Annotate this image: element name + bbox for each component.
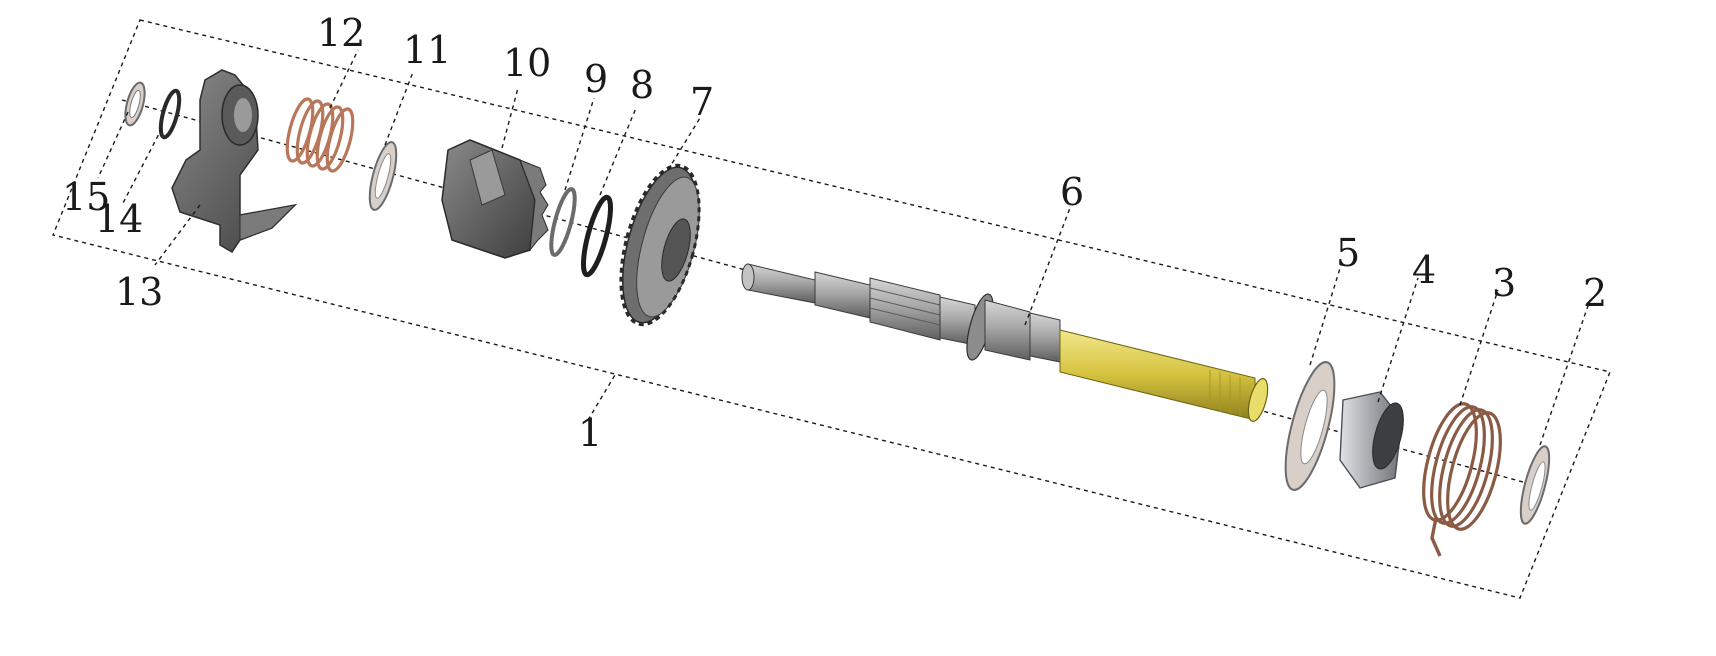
washer-15 bbox=[124, 81, 146, 127]
kick-shaft-6 bbox=[741, 263, 1269, 422]
callout-10: 10 bbox=[503, 41, 551, 85]
circlip-8 bbox=[580, 194, 614, 278]
washer-11 bbox=[368, 141, 398, 211]
callout-12: 12 bbox=[317, 11, 365, 55]
assembly-outline bbox=[52, 19, 1611, 599]
gear-7 bbox=[619, 163, 701, 327]
callout-4: 4 bbox=[1412, 248, 1436, 292]
callout-3: 3 bbox=[1492, 261, 1516, 305]
callout-9: 9 bbox=[584, 57, 608, 101]
torsion-spring-3 bbox=[1422, 402, 1502, 557]
callout-labels: 1 2 3 4 5 6 7 8 9 10 11 12 13 14 15 bbox=[62, 11, 1607, 455]
collar-4 bbox=[1339, 391, 1404, 489]
washer-9 bbox=[549, 187, 577, 257]
ratchet-10 bbox=[441, 139, 549, 259]
ratchet-guide-13 bbox=[171, 69, 298, 254]
callout-2: 2 bbox=[1583, 271, 1607, 315]
callout-14: 14 bbox=[95, 197, 143, 241]
callout-1: 1 bbox=[578, 411, 602, 455]
callout-8: 8 bbox=[630, 63, 654, 107]
callout-11: 11 bbox=[403, 28, 451, 72]
callout-13: 13 bbox=[115, 270, 163, 314]
washer-2 bbox=[1519, 445, 1551, 525]
washer-5 bbox=[1284, 361, 1336, 491]
callout-7: 7 bbox=[690, 80, 714, 124]
circlip-14 bbox=[158, 88, 182, 140]
callout-5: 5 bbox=[1336, 231, 1360, 275]
leader-lines bbox=[97, 49, 1591, 446]
callout-15: 15 bbox=[62, 175, 110, 219]
spring-12 bbox=[285, 97, 355, 173]
callout-6: 6 bbox=[1060, 170, 1084, 214]
